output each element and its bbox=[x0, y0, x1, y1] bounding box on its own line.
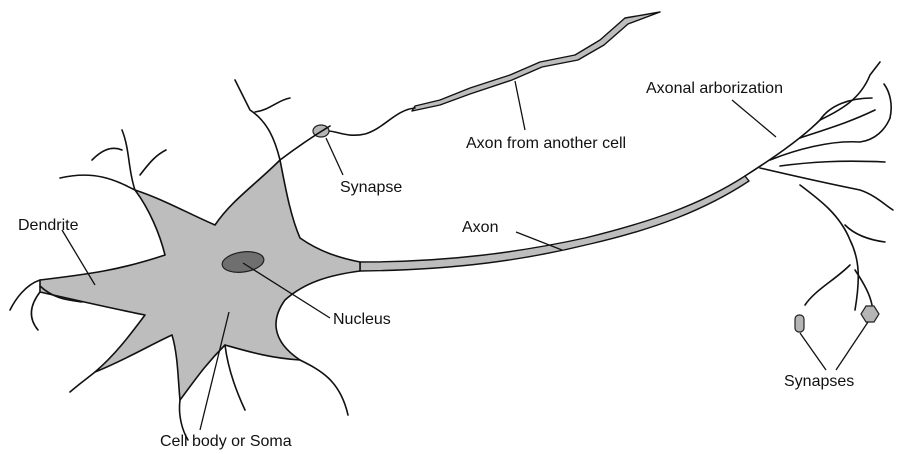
label-synapses: Synapses bbox=[784, 373, 854, 390]
label-axon-from-another-cell: Axon from another cell bbox=[466, 135, 626, 152]
axonal-arborization bbox=[745, 62, 893, 310]
label-synapse: Synapse bbox=[340, 179, 402, 196]
label-nucleus: Nucleus bbox=[333, 311, 391, 328]
label-axon: Axon bbox=[462, 219, 498, 236]
label-cell-body: Cell body or Soma bbox=[160, 433, 292, 450]
label-axonal-arborization: Axonal arborization bbox=[646, 80, 783, 97]
main-axon bbox=[360, 176, 749, 271]
incoming-axon-tail bbox=[328, 108, 415, 135]
synapse-terminal-left bbox=[795, 315, 804, 332]
label-dendrite: Dendrite bbox=[18, 217, 79, 234]
synapse-terminal-right bbox=[861, 306, 879, 322]
incoming-axon bbox=[412, 12, 660, 111]
cell-body bbox=[40, 160, 360, 400]
